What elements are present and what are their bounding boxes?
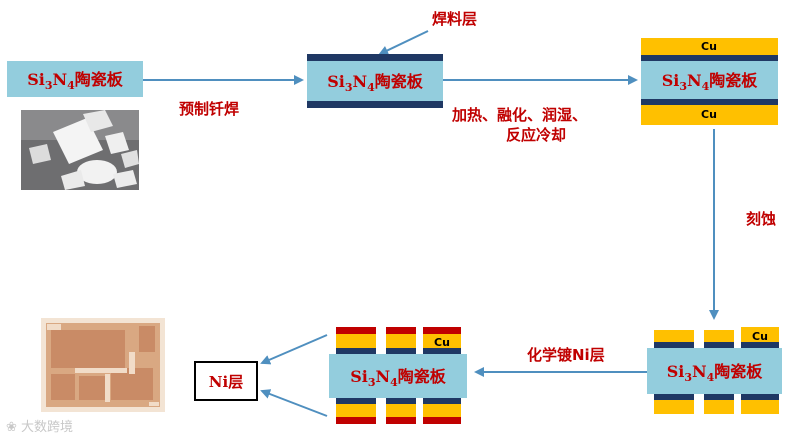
stage4-copper-pad-1: [654, 330, 694, 342]
stage3-copper-bottom: [641, 105, 778, 125]
process-label-line1: 加热、融化、润湿、: [452, 106, 588, 124]
brazing-label: 预制钎焊: [179, 100, 240, 118]
stage2-solder-top: [307, 54, 443, 61]
stage3-copper-top: [641, 38, 778, 55]
stage5-copper-bottom-2: [386, 404, 416, 417]
stage4-substrate: Si3N4陶瓷板: [647, 348, 782, 394]
etching-label: 刻蚀: [746, 210, 777, 228]
stage5-nickel-bottom-3: [423, 417, 461, 424]
substrate-label: Si3N4陶瓷板: [666, 361, 763, 385]
substrate-label: Si3N4陶瓷板: [27, 69, 123, 93]
stage3-cu-label-bottom: Cu: [701, 108, 717, 121]
stage5-nickel-top-2: [386, 327, 416, 334]
arrow-solder-pointer: [378, 30, 429, 56]
stage3-solder-top: [641, 55, 778, 61]
watermark-text: 大数跨境: [21, 420, 74, 435]
stage2-substrate: Si3N4陶瓷板: [307, 61, 443, 101]
stage5-solder-bottom-2: [386, 398, 416, 404]
substrate-label: Si3N4陶瓷板: [350, 366, 446, 390]
stage5-nickel-top-1: [336, 327, 376, 334]
stage5-solder-top-2: [386, 348, 416, 354]
arrow-to-ni-upper: [260, 334, 328, 365]
plating-label: 化学镀Ni层: [527, 346, 605, 364]
watermark-logo-icon: ❀: [6, 420, 17, 435]
stage5-substrate: Si3N4陶瓷板: [329, 354, 467, 398]
stage5-copper-bottom-1: [336, 404, 376, 417]
substrate-label: Si3N4陶瓷板: [661, 70, 758, 94]
process-label-line2: 反应冷却: [506, 126, 567, 144]
stage3-cu-label-top: Cu: [701, 40, 717, 53]
arrow-to-ni-lower: [260, 389, 328, 417]
stage5-solder-top-1: [336, 348, 376, 354]
stage4-copper-pad-2: [704, 330, 734, 342]
watermark: ❀ 大数跨境: [6, 416, 73, 435]
stage4-cu-label: Cu: [752, 330, 768, 343]
stage5-copper-top-2: [386, 334, 416, 348]
stage4-copper-bottom-3: [741, 400, 779, 414]
stage5-solder-top-3: [423, 348, 461, 354]
solder-layer-label: 焊料层: [432, 10, 478, 28]
stage3-solder-bottom: [641, 99, 778, 105]
stage4-solder-bottom-1: [654, 394, 694, 400]
substrate-label: Si3N4陶瓷板: [327, 71, 423, 95]
stage4-solder-bottom-2: [704, 394, 734, 400]
stage4-copper-bottom-2: [704, 400, 734, 414]
stage5-copper-top-1: [336, 334, 376, 348]
stage5-nickel-bottom-2: [386, 417, 416, 424]
stage4-solder-bottom-3: [741, 394, 779, 400]
stage4-solder-top-1: [654, 342, 694, 348]
stage5-solder-bottom-1: [336, 398, 376, 404]
stage5-copper-bottom-3: [423, 404, 461, 417]
finished-substrate-photo: [41, 318, 165, 412]
stage4-copper-bottom-1: [654, 400, 694, 414]
stage4-solder-top-3: [741, 342, 779, 348]
ni-layer-label: Ni层: [208, 372, 244, 391]
stage5-nickel-top-3: [423, 327, 461, 334]
stage5-cu-label: Cu: [434, 336, 450, 349]
stage4-solder-top-2: [704, 342, 734, 348]
stage3-substrate: Si3N4陶瓷板: [641, 61, 778, 99]
stage1-substrate: Si3N4陶瓷板: [7, 61, 143, 97]
stage5-copper-top-3: [423, 334, 461, 348]
ceramic-plates-photo: [21, 110, 139, 190]
ni-layer-box: Ni层: [194, 361, 258, 401]
stage5-solder-bottom-3: [423, 398, 461, 404]
stage2-solder-bottom: [307, 101, 443, 108]
stage5-nickel-bottom-1: [336, 417, 376, 424]
stage4-copper-pad-3: [741, 327, 779, 342]
